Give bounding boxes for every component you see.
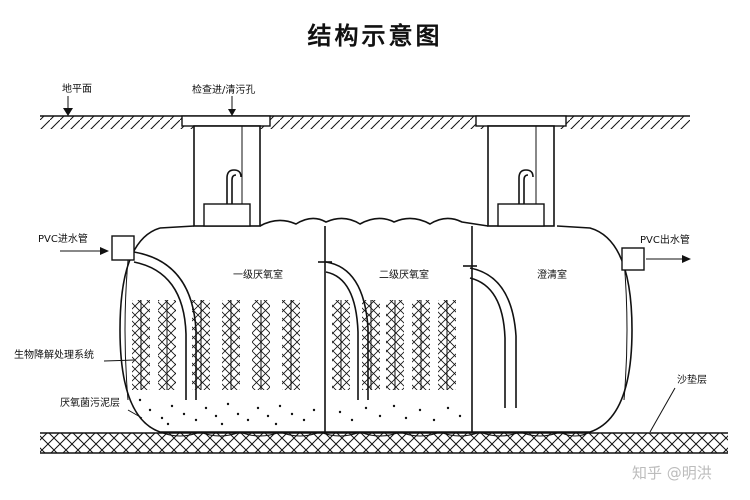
sand-label: 沙垫层 [677, 373, 707, 386]
manhole-cover-right [497, 169, 545, 227]
watermark: 知乎 @明洪 [632, 464, 712, 482]
ground-surface [40, 96, 690, 129]
septic-tank [119, 217, 633, 437]
pvc-outlet-pipe [621, 247, 691, 271]
sludge-particles [138, 398, 462, 426]
diagram-title: 结构示意图 [308, 22, 443, 50]
chamber-label-clear: 澄清室 [537, 268, 567, 281]
inspection-label: 检查进/清污孔 [192, 83, 255, 96]
manhole-cover-left [203, 169, 251, 227]
bio-media-chamber-2 [332, 300, 456, 390]
pvc-inlet-label: PVC进水管 [38, 232, 88, 245]
bio-system-label: 生物降解处理系统 [14, 348, 94, 361]
chamber-label-first: 一级厌氧室 [233, 268, 283, 281]
ground-label: 地平面 [62, 82, 92, 95]
pvc-outlet-label: PVC出水管 [640, 233, 690, 246]
bio-media-chamber-1 [132, 300, 300, 390]
sludge-label: 厌氧菌污泥层 [60, 396, 120, 409]
pvc-inlet-pipe [60, 235, 135, 261]
chamber-label-second: 二级厌氧室 [379, 268, 429, 281]
transfer-pipe-2 [463, 265, 517, 408]
sand-bedding-layer [40, 432, 728, 454]
